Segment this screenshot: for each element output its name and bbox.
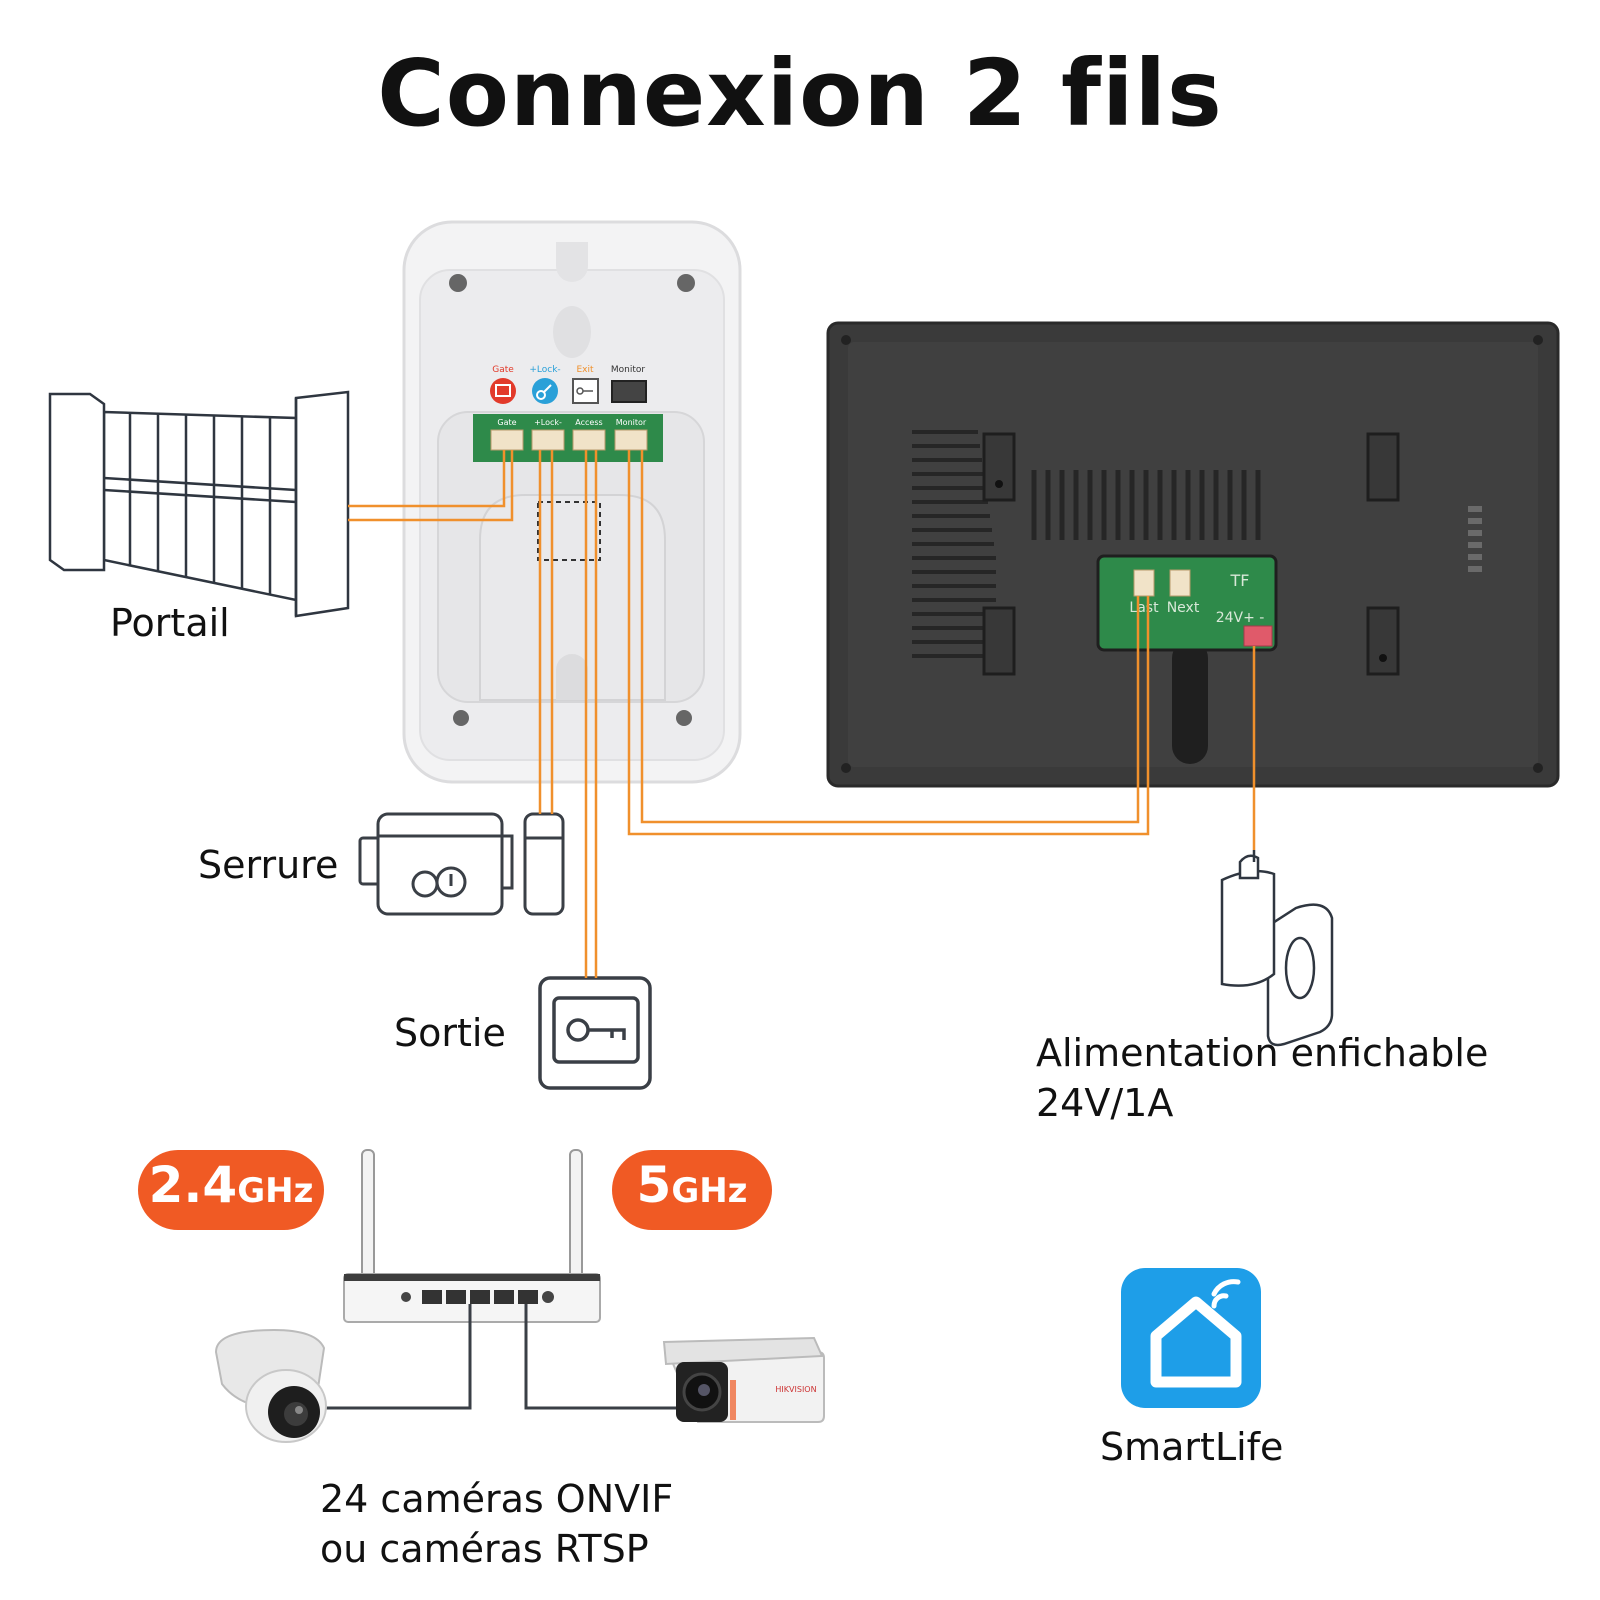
label-cameras-line1: 24 caméras ONVIF xyxy=(320,1477,674,1521)
camera-brand: HIKVISION xyxy=(775,1385,816,1394)
label-sortie: Sortie xyxy=(394,1011,506,1055)
label-serrure: Serrure xyxy=(198,843,339,887)
board-label-tf: TF xyxy=(1230,571,1250,590)
dome-camera-illustration xyxy=(214,1328,327,1443)
gate-icon xyxy=(490,378,516,404)
smartlife-app-icon[interactable] xyxy=(1121,1268,1261,1408)
label-portail: Portail xyxy=(110,601,230,645)
wifi-24-unit: GHz xyxy=(237,1171,314,1211)
label-monitor: Monitor xyxy=(611,365,646,375)
label-cameras-line2: ou caméras RTSP xyxy=(320,1527,649,1571)
door-station: Gate +Lock- Exit Monitor Gate +Lock- Acc… xyxy=(402,220,742,784)
gate-illustration xyxy=(48,390,350,618)
lock-illustration xyxy=(358,812,565,916)
exit-key-icon xyxy=(572,378,599,404)
monitor-icon xyxy=(611,380,647,403)
board-label-next: Next xyxy=(1167,600,1200,616)
wifi-24ghz-badge: 2.4 GHz xyxy=(138,1150,324,1230)
power-adapter-illustration xyxy=(1220,850,1334,1047)
wifi-5ghz-badge: 5 GHz xyxy=(612,1150,772,1230)
label-exit: Exit xyxy=(576,365,594,375)
wifi-5-number: 5 xyxy=(636,1156,672,1214)
label-power-line2: 24V/1A xyxy=(1036,1081,1174,1125)
terminal-label-lock: +Lock- xyxy=(534,418,562,427)
bullet-camera-illustration: HIKVISION xyxy=(662,1336,825,1423)
exit-button-illustration xyxy=(538,976,652,1090)
camera-cables xyxy=(314,1304,678,1410)
wifi-5-unit: GHz xyxy=(671,1171,748,1211)
page-title: Connexion 2 fils xyxy=(377,40,1223,147)
label-power-line1: Alimentation enfichable xyxy=(1036,1031,1489,1075)
board-label-last: Last xyxy=(1129,600,1159,616)
wires xyxy=(348,450,1256,978)
door-terminal-board: Gate +Lock- Access Monitor xyxy=(473,414,663,462)
key-icon xyxy=(532,378,558,404)
terminal-label-gate: Gate xyxy=(497,418,516,427)
label-lock: +Lock- xyxy=(529,365,560,375)
wifi-24-number: 2.4 xyxy=(148,1156,238,1214)
label-gate: Gate xyxy=(492,365,514,375)
terminal-label-monitor: Monitor xyxy=(616,418,647,427)
monitor-terminal-board: Last Next TF 24V+ - xyxy=(1096,554,1278,652)
label-smartlife: SmartLife xyxy=(1100,1425,1284,1469)
board-label-24v: 24V+ - xyxy=(1216,610,1265,626)
router-illustration xyxy=(343,1149,601,1323)
indoor-monitor: Last Next TF 24V+ - xyxy=(826,321,1560,788)
terminal-label-access: Access xyxy=(575,418,602,427)
